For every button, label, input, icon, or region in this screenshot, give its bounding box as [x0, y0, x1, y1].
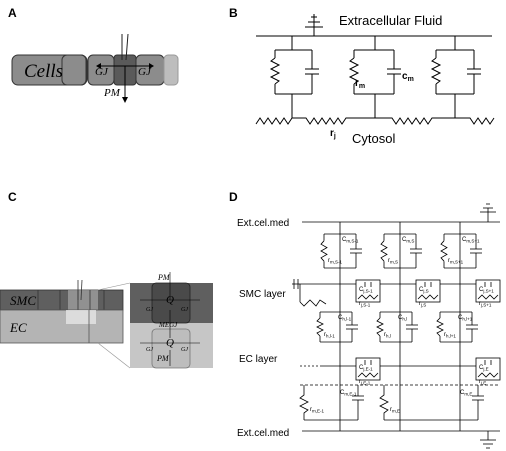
smc-mem-rc-3-r-label: rm,S+1	[448, 258, 464, 265]
megj-rc-3-r-label: rh,l+1	[444, 332, 456, 339]
gj-arrowhead-right	[149, 63, 154, 69]
megj-rc-2-r-label: rh,l	[384, 332, 391, 339]
zoom-line-top	[97, 282, 131, 291]
pm-label: PM	[103, 87, 121, 99]
gj-left-label: GJ	[95, 66, 109, 78]
pm-arrowhead	[122, 97, 128, 103]
cytosol-resistor-chain	[255, 117, 495, 125]
smc-gj-rc-2: Cj,S rj,S	[415, 279, 441, 308]
smc-mem-rc-3-c-label: Cm,S+1	[462, 237, 480, 244]
smc-label: SMC	[10, 293, 36, 308]
gj-right-label: GJ	[138, 66, 152, 78]
electrode-right	[125, 33, 129, 61]
cell-2	[61, 54, 87, 86]
panel-b: B Extracellular Fluid	[229, 6, 495, 146]
ec-gj-rc-2-r-label: rj,E	[479, 379, 486, 386]
smc-gj-rc-1: Cj,S-1 rj,S-1	[355, 279, 381, 308]
gj-top-right: GJ	[181, 307, 188, 313]
smc-highlight	[68, 290, 98, 310]
zoom-line-bottom	[97, 342, 131, 369]
ec-mem-rc-2-r-label: rm,E	[390, 407, 400, 414]
megj-rc-1: Ch,l-1 rh,l-1	[316, 311, 358, 343]
megj-rc-1-c-label: Ch,l-1	[338, 315, 352, 322]
ec-mem-rc-1: Cm,E-1 rm,E-1	[299, 385, 364, 421]
ec-label: EC	[9, 320, 27, 335]
rj-label: rj	[330, 128, 336, 140]
smc-gj-rc-2-r-label: rj,S	[419, 301, 426, 308]
smc-mem-rc-2-c-label: Cm,S	[402, 237, 414, 244]
cell-6	[163, 54, 179, 86]
ec-gj-rc-1: Cj,E-1 rj,E-1	[355, 357, 381, 386]
panel-a: A Cells GJ GJ PM	[8, 6, 179, 103]
cm-label: cm	[402, 71, 414, 83]
gj-bottom-right: GJ	[181, 347, 188, 353]
smc-gj-rc-3-c-label: Cj,S+1	[479, 287, 494, 294]
smc-gj-rc-1-r-label: rj,S-1	[359, 301, 371, 308]
rc-unit-1	[269, 36, 319, 118]
smc-mem-rc-1-c-label: Cm,S-1	[342, 237, 359, 244]
gj-top-left: GJ	[146, 307, 153, 313]
smc-mem-rc-2: Cm,S rm,S	[380, 233, 422, 269]
ec-gj-rc-1-r-label: rj,E-1	[359, 379, 371, 386]
ec-gj-rc-1-c-label: Cj,E-1	[359, 365, 373, 372]
panel-c: C SMC EC PM Q GJ GJ MEGJ Q GJ	[0, 190, 213, 369]
pm-top-label: PM	[157, 273, 171, 282]
smc-gj-rc-2-c-label: Cj,S	[419, 287, 429, 294]
gj-bottom-left: GJ	[146, 347, 153, 353]
cells-label: Cells	[24, 61, 63, 82]
megj-rc-2-c-label: Ch,l	[398, 315, 407, 322]
ec-layer-label: EC layer	[239, 354, 278, 365]
panel-b-letter: B	[229, 6, 238, 20]
smc-mem-rc-1-r-label: rm,S-1	[328, 258, 342, 265]
extracellular-label: Extracellular Fluid	[339, 13, 442, 28]
pm-bottom-label: PM	[156, 354, 170, 363]
smc-gj-rc-1-c-label: Cj,S-1	[359, 287, 373, 294]
ec-mem-rc-1-c-label: Cm,E-1	[340, 390, 357, 397]
rm-label: rm	[355, 78, 365, 90]
ext-bottom-label: Ext.cel.med	[237, 428, 289, 439]
cytosol-label: Cytosol	[352, 131, 395, 146]
rc-unit-2	[348, 36, 401, 118]
megj-label: MEGJ	[158, 321, 178, 329]
megj-rc-3-c-label: Ch,l+1	[458, 315, 473, 322]
ec-row	[0, 309, 124, 344]
gj-arrowhead-left	[96, 63, 101, 69]
ec-highlight	[66, 310, 96, 324]
megj-rc-2: Ch,l rh,l	[376, 311, 418, 343]
panel-d-letter: D	[229, 190, 238, 204]
ec-gj-rc-2-c-label: Cj,E	[479, 365, 489, 372]
megj-rc-1-r-label: rh,l-1	[324, 332, 335, 339]
ext-top-label: Ext.cel.med	[237, 218, 289, 229]
smc-mem-rc-3: Cm,S+1 rm,S+1	[440, 233, 482, 269]
ec-gj-rc-2: Cj,E rj,E	[475, 357, 501, 386]
ec-mem-rc-2-c-label: Cm,E	[460, 390, 472, 397]
megj-rc-3: Ch,l+1 rh,l+1	[436, 311, 478, 343]
ec-mem-rc-1-r-label: rm,E-1	[310, 407, 324, 414]
smc-mem-rc-1: Cm,S-1 rm,S-1	[320, 233, 362, 269]
rc-unit-3	[430, 36, 481, 118]
smc-gj-rc-3: Cj,S+1 rj,S+1	[475, 279, 501, 308]
panel-d: D Ext.cel.med SMC layer EC layer Ext.cel…	[229, 190, 501, 449]
smc-gj-rc-3-r-label: rj,S+1	[479, 301, 492, 308]
ec-mem-rc-2: Cm,E rm,E	[379, 385, 484, 421]
panel-c-letter: C	[8, 190, 17, 204]
smc-mem-rc-2-r-label: rm,S	[388, 258, 398, 265]
smc-layer-label: SMC layer	[239, 289, 286, 300]
panel-a-letter: A	[8, 6, 17, 20]
